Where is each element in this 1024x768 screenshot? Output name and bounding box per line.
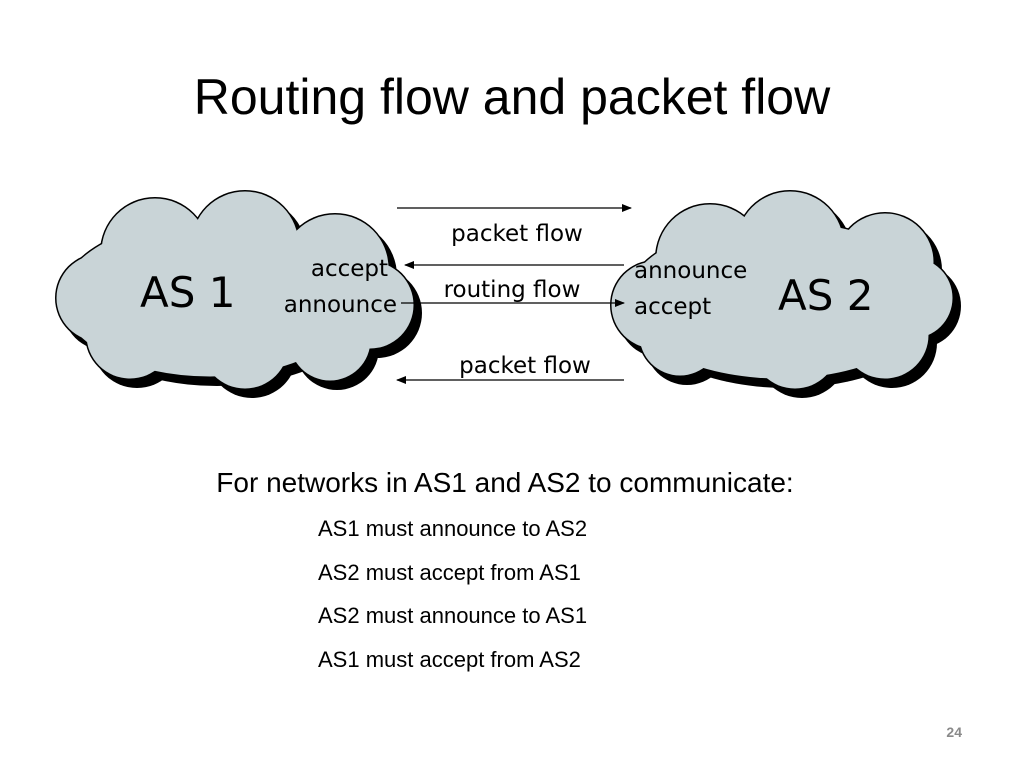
as2-accept-label: accept: [634, 294, 711, 320]
as1-accept-label: accept: [311, 256, 388, 282]
as1-label: AS 1: [140, 268, 235, 317]
as2-cloud-fill: [611, 191, 953, 389]
requirement-item: AS1 must accept from AS2: [318, 646, 581, 672]
packet-flow-bottom-label: packet flow: [459, 353, 591, 379]
as2-cloud: [610, 190, 961, 398]
packet-flow-top-label: packet flow: [451, 221, 583, 247]
slide-number: 24: [946, 724, 962, 740]
requirement-item: AS2 must announce to AS1: [318, 603, 588, 628]
requirements-list: AS1 must announce to AS2 AS2 must accept…: [318, 512, 587, 686]
as1-cloud-fill: [56, 191, 414, 389]
requirement-item: AS2 must accept from AS1: [318, 559, 581, 585]
slide-title: Routing flow and packet flow: [193, 69, 831, 125]
lead-text: For networks in AS1 and AS2 to communica…: [216, 467, 794, 498]
routing-flow-label: routing flow: [444, 277, 581, 303]
as1-announce-label: announce: [284, 292, 397, 318]
as1-cloud: [55, 190, 422, 398]
as2-announce-label: announce: [634, 258, 747, 284]
as2-label: AS 2: [778, 271, 873, 320]
requirement-item: AS1 must announce to AS2: [318, 516, 588, 541]
